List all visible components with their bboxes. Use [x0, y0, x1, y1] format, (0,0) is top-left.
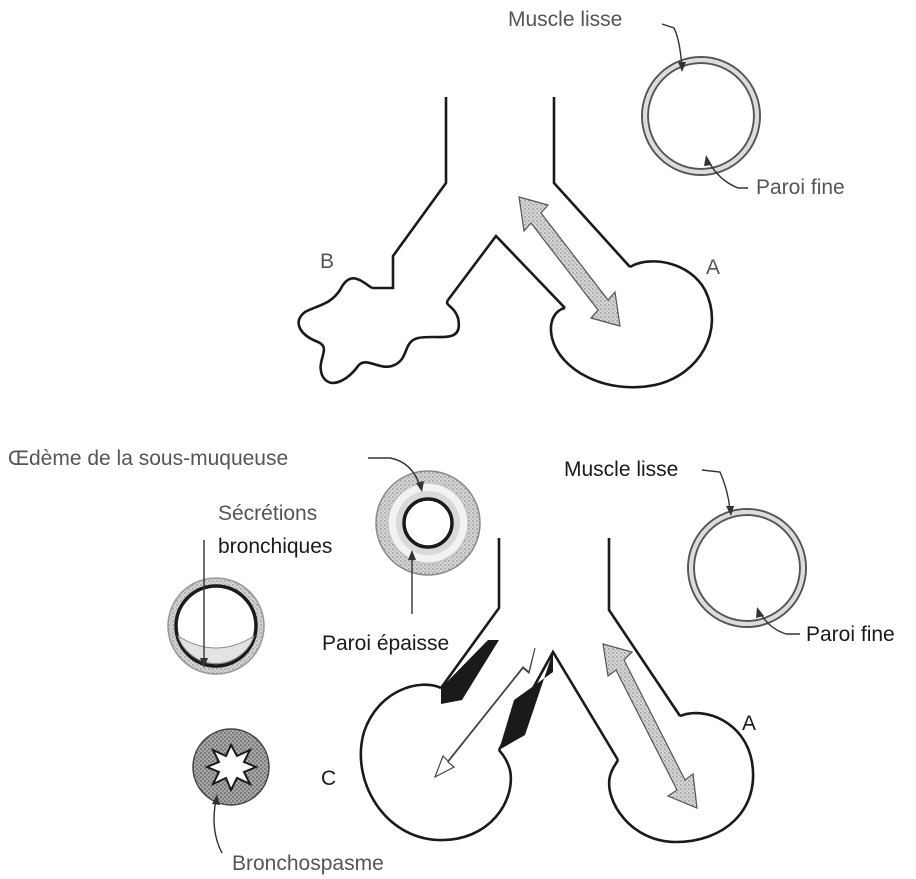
bottom-muscle-layer	[691, 512, 803, 624]
top-outer-wall-circle	[642, 57, 760, 175]
bronchospasm-label: Bronchospasme	[232, 852, 384, 875]
edema-thick-wall	[404, 499, 452, 547]
bottom-muscle-leader	[702, 470, 730, 510]
bottom-outer-wall-circle	[688, 509, 806, 627]
bottom-wall-label: Paroi fine	[806, 623, 895, 646]
secretions-label-line1: Sécrétions	[218, 502, 317, 525]
edema-cross-section	[376, 471, 480, 575]
top-ventilation-arrow	[519, 197, 620, 326]
top-wall-label: Paroi fine	[756, 176, 845, 199]
bottom-bronchus-right-wall	[609, 538, 680, 716]
secretions-label-line2: bronchiques	[218, 535, 332, 558]
bottom-alveolus-c	[361, 685, 511, 840]
top-bronchus-right-wall	[554, 97, 630, 267]
top-bronchus-inner-wall	[448, 236, 565, 308]
bottom-alveolus-c-label: C	[321, 767, 336, 790]
thick-wall-label: Paroi épaisse	[322, 632, 449, 655]
top-inner-wall-circle	[648, 63, 754, 169]
bottom-alveolus-a-label: A	[742, 712, 756, 735]
secretions-cross-section	[168, 578, 264, 674]
top-alveolus-b-label: B	[320, 250, 334, 273]
top-normal-cross-section	[642, 57, 760, 175]
bronchospasm-cross-section	[193, 729, 269, 805]
top-wall-leader-arrowhead	[704, 155, 712, 166]
edema-label: Œdème de la sous-muqueuse	[8, 447, 288, 470]
bottom-inner-wall-circle	[694, 515, 800, 621]
bronchospasm-lumen	[207, 745, 256, 790]
bronchospasm-leader	[214, 800, 222, 853]
top-bronchus-left-wall	[372, 97, 446, 288]
bottom-normal-cross-section	[688, 509, 806, 627]
top-muscle-layer	[645, 60, 757, 172]
bottom-ventilation-arrow-a	[603, 644, 697, 808]
top-alveolus-a-label: A	[706, 256, 720, 279]
top-muscle-label: Muscle lisse	[508, 8, 622, 31]
bottom-muscle-label: Muscle lisse	[564, 458, 678, 481]
top-alveolus-b	[299, 278, 459, 383]
